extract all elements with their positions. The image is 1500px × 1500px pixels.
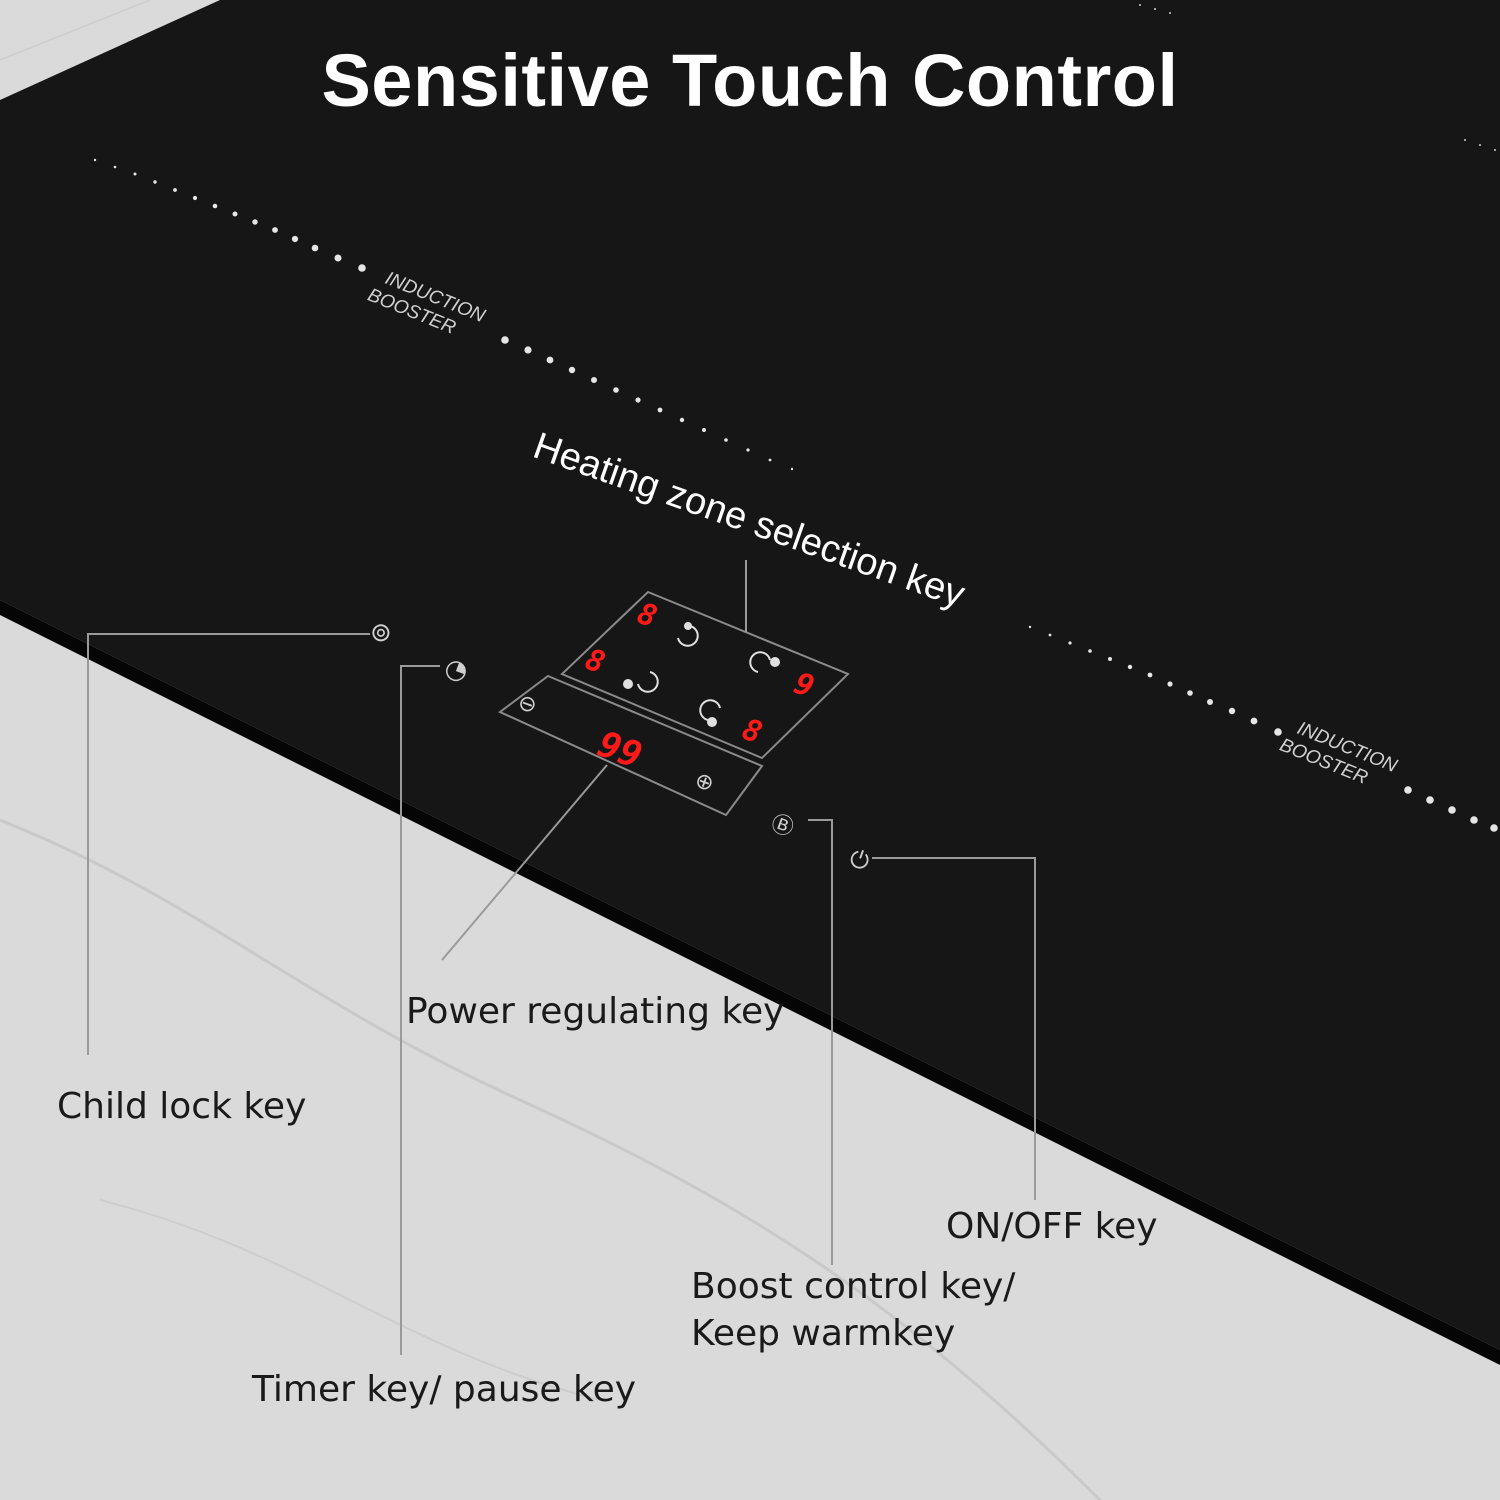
zone-selector-icons[interactable] <box>623 622 780 727</box>
cooktop-edge <box>0 600 1500 1365</box>
top-right-dots <box>1139 4 1496 151</box>
cooktop-glass <box>0 0 1500 1350</box>
boost-label-line1: Boost control key/ <box>691 1266 1016 1307</box>
power-panel-outline <box>498 674 764 817</box>
right-booster-dots <box>1028 625 1498 832</box>
boost-label-line2: Keep warmkey <box>691 1313 956 1354</box>
timer-label: Timer key/ pause key <box>252 1369 637 1410</box>
child-lock-label: Child lock key <box>57 1086 307 1127</box>
callout-lines <box>87 560 1036 1355</box>
power-regulating-label: Power regulating key <box>406 991 785 1032</box>
on-off-label: ON/OFF key <box>946 1206 1158 1247</box>
zone-panel-outline <box>560 590 850 760</box>
page-title: Sensitive Touch Control <box>321 39 1179 122</box>
left-booster-dots <box>93 158 794 471</box>
